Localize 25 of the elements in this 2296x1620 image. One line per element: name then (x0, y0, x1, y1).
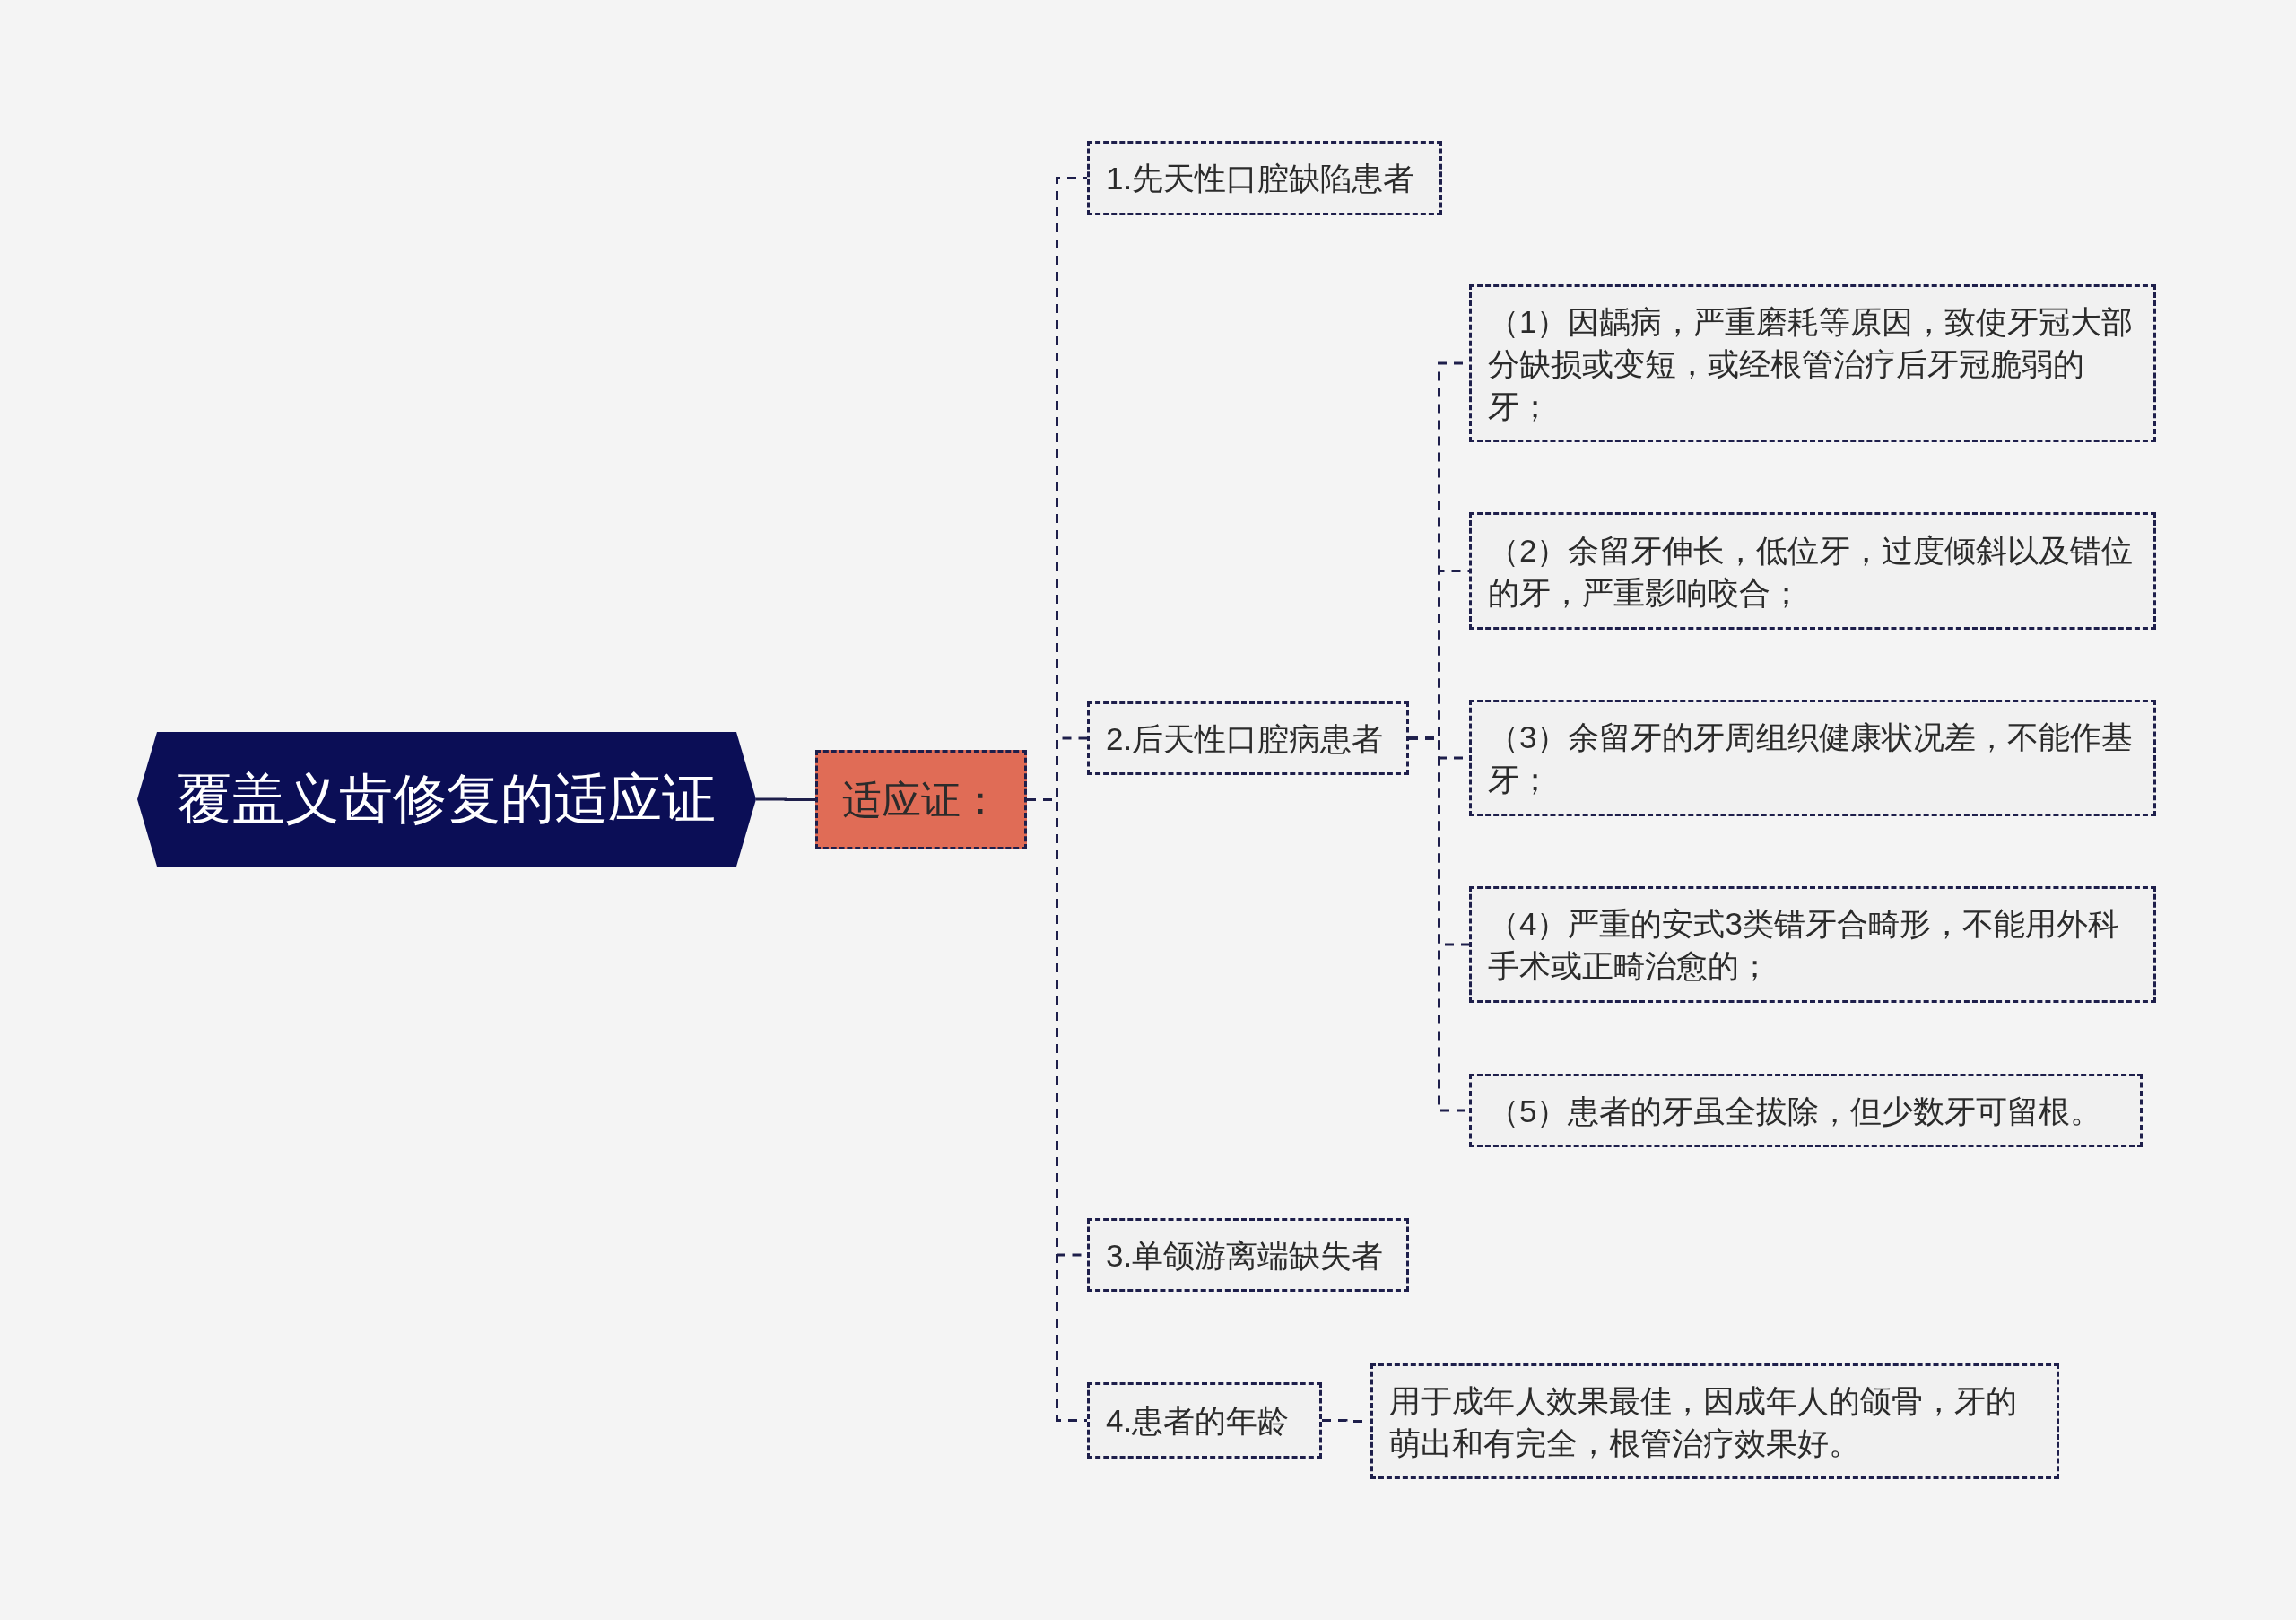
connector-line (756, 797, 815, 801)
node-text: （2）余留牙伸长，低位牙，过度倾斜以及错位的牙，严重影响咬合； (1488, 531, 2135, 612)
node-text: （4）严重的安式3类错牙合畸形，不能用外科手术或正畸治愈的； (1488, 905, 2120, 985)
node-text: 1.先天性口腔缺陷患者 (1106, 160, 1415, 197)
topic-box (1469, 886, 2156, 1003)
topic-box (815, 750, 1027, 849)
node-text: 适应证： (842, 776, 1000, 823)
node-text: 用于成年人效果最佳，因成年人的颌骨，牙的萌出和有完全，根管治疗效果好。 (1389, 1381, 2018, 1462)
topic-box (1087, 701, 1409, 775)
topic-hexagon (137, 732, 756, 867)
topic-box (1370, 1363, 2059, 1479)
node-text: （5）患者的牙虽全拔除，但少数牙可留根。 (1488, 1092, 2102, 1130)
node-text: （3）余留牙的牙周组织健康状况差，不能作基牙； (1488, 719, 2135, 798)
topic-box (1087, 1382, 1322, 1459)
node-text: 2.后天性口腔病患者 (1106, 719, 1384, 758)
topic-box (1087, 1218, 1409, 1292)
node-text: 4.患者的年龄 (1106, 1402, 1290, 1440)
topic-box (1087, 141, 1442, 215)
node-text: 3.单颌游离端缺失者 (1106, 1236, 1384, 1275)
topic-box (1469, 1074, 2143, 1147)
node-text: 覆盖义齿修复的适应证 (178, 768, 716, 831)
node-text: （1）因龋病，严重磨耗等原因，致使牙冠大部分缺损或变短，或经根管治疗后牙冠脆弱的牙； (1488, 302, 2135, 425)
topic-box (1469, 284, 2156, 442)
topic-box (1469, 512, 2156, 630)
topic-box (1469, 700, 2156, 816)
